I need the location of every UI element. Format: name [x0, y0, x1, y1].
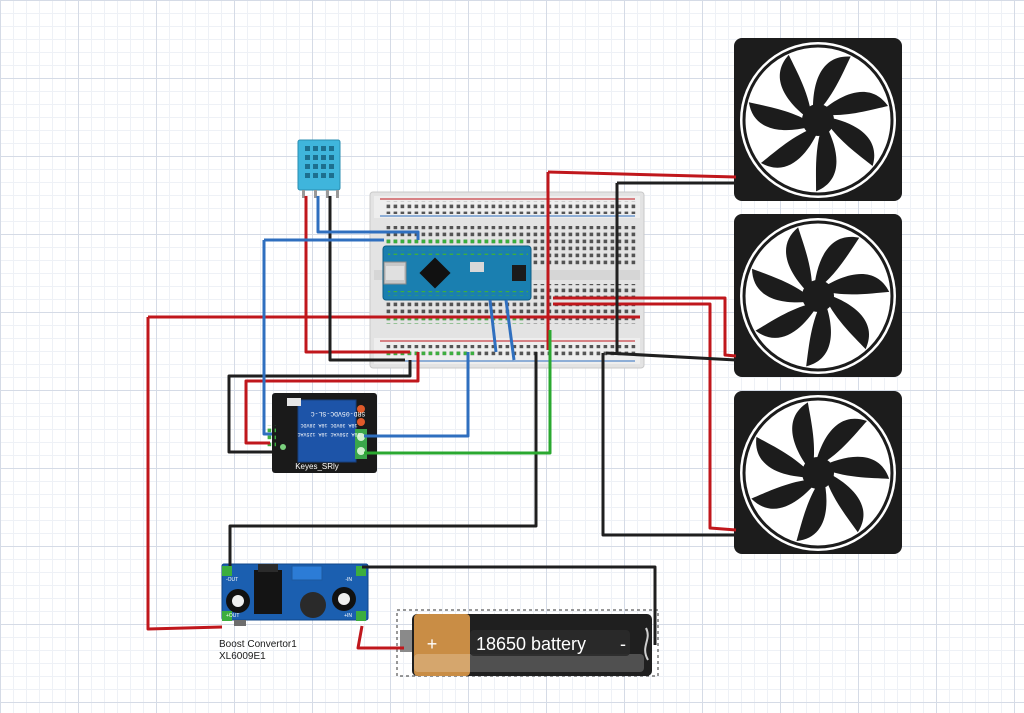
wire-blue: [316, 196, 420, 240]
relay-rating-3: 10A 30VDC 10A 28VDC: [300, 422, 357, 428]
wire-black: [605, 351, 737, 362]
relay-module: SRD-05VDC-SL-C 10A 250VAC 10A 125VAC 10A…: [266, 393, 377, 473]
wire-red: [356, 625, 404, 650]
wire-black: [227, 360, 412, 454]
wire-green: [364, 330, 552, 455]
wire-black: [228, 352, 538, 566]
wire-red: [146, 317, 223, 631]
sensor-icon: [305, 146, 334, 178]
wire-blue: [262, 240, 272, 436]
fan-group: [734, 38, 902, 554]
chip-icon: [419, 257, 451, 289]
dht-sensor: [297, 139, 341, 198]
boost-pin-out-pos: +OUT: [226, 613, 239, 619]
arduino-nano: [382, 245, 532, 301]
wire-red: [547, 170, 737, 179]
wire-blue: [364, 352, 470, 438]
boost-pin-in-pos: +IN: [344, 613, 352, 619]
battery-18650: + 18650 battery -: [396, 609, 659, 677]
wire-blue: [488, 299, 498, 353]
boost-converter: -OUT +OUT -IN +IN Boost Convertor1 XL600…: [219, 563, 369, 662]
wire-black: [601, 353, 736, 537]
wire-red: [304, 196, 410, 354]
fan-icon: [734, 214, 902, 377]
fan-icon: [734, 38, 902, 201]
boost-pin-out-neg: -OUT: [226, 577, 238, 583]
boost-part: XL6009E1: [219, 651, 266, 662]
wire-red: [244, 352, 420, 445]
boost-title: Boost Convertor1: [219, 639, 297, 650]
battery-minus-sign: -: [620, 634, 626, 654]
relay-rating-1: SRD-05VDC-SL-C: [311, 410, 366, 417]
battery-label: 18650 battery: [476, 634, 586, 654]
relay-rating-2: 10A 250VAC 10A 125VAC: [297, 431, 360, 437]
wire-red: [553, 296, 737, 358]
relay-model-label: Keyes_SRly: [295, 462, 339, 471]
wires: [146, 170, 737, 650]
fan-icon: [734, 391, 902, 554]
battery-plus-sign: +: [427, 634, 438, 654]
wire-black: [328, 196, 405, 362]
boost-pin-in-neg: -IN: [345, 577, 352, 583]
wire-black: [362, 565, 657, 645]
wire-red: [553, 302, 737, 532]
wire-blue: [504, 299, 516, 361]
